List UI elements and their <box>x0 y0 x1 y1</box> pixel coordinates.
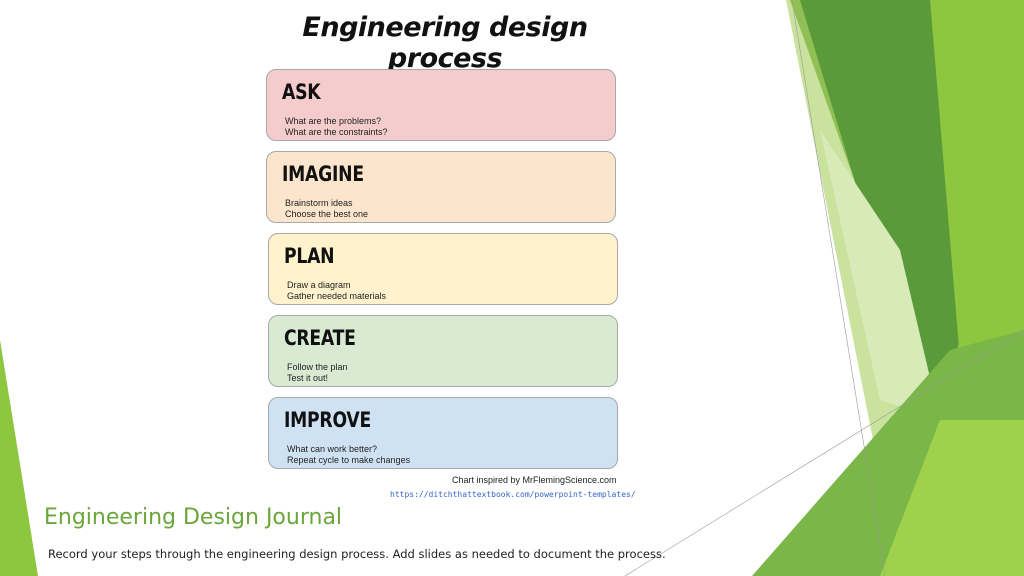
step-heading: IMPROVE <box>284 408 371 432</box>
step-heading: IMAGINE <box>282 162 364 186</box>
step-description-line: Draw a diagram <box>287 280 351 290</box>
step-heading: CREATE <box>284 326 356 350</box>
chart-credit: Chart inspired by MrFlemingScience.com <box>452 475 617 485</box>
deco-facet-pale <box>820 130 940 420</box>
deco-facet-bottom-light <box>880 420 1024 576</box>
step-description-line: Test it out! <box>287 373 329 383</box>
slide-subtitle: Record your steps through the engineerin… <box>48 547 666 561</box>
step-description-line: What are the constraints? <box>285 127 388 137</box>
chart-title: Engineering design process <box>302 12 588 74</box>
step-box-ask: ASK What are the problems?What are the co… <box>266 69 616 141</box>
template-link[interactable]: https://ditchthattextbook.com/powerpoint… <box>390 490 636 499</box>
step-description-line: Repeat cycle to make changes <box>287 455 411 465</box>
step-heading: PLAN <box>284 244 335 268</box>
slide-title: Engineering Design Journal <box>44 505 343 530</box>
step-description-line: What can work better? <box>287 444 378 454</box>
deco-line <box>791 0 886 576</box>
step-description-line: Brainstorm ideas <box>285 198 353 208</box>
deco-line <box>624 329 1024 576</box>
step-description-line: Follow the plan <box>287 362 348 372</box>
deco-left-sliver <box>0 340 38 576</box>
step-box-improve: IMPROVE What can work better?Repeat cycle… <box>268 397 618 469</box>
step-description-line: Choose the best one <box>285 209 369 219</box>
step-description-line: What are the problems? <box>285 116 382 126</box>
step-description-line: Gather needed materials <box>287 291 387 301</box>
step-heading: ASK <box>282 80 321 104</box>
